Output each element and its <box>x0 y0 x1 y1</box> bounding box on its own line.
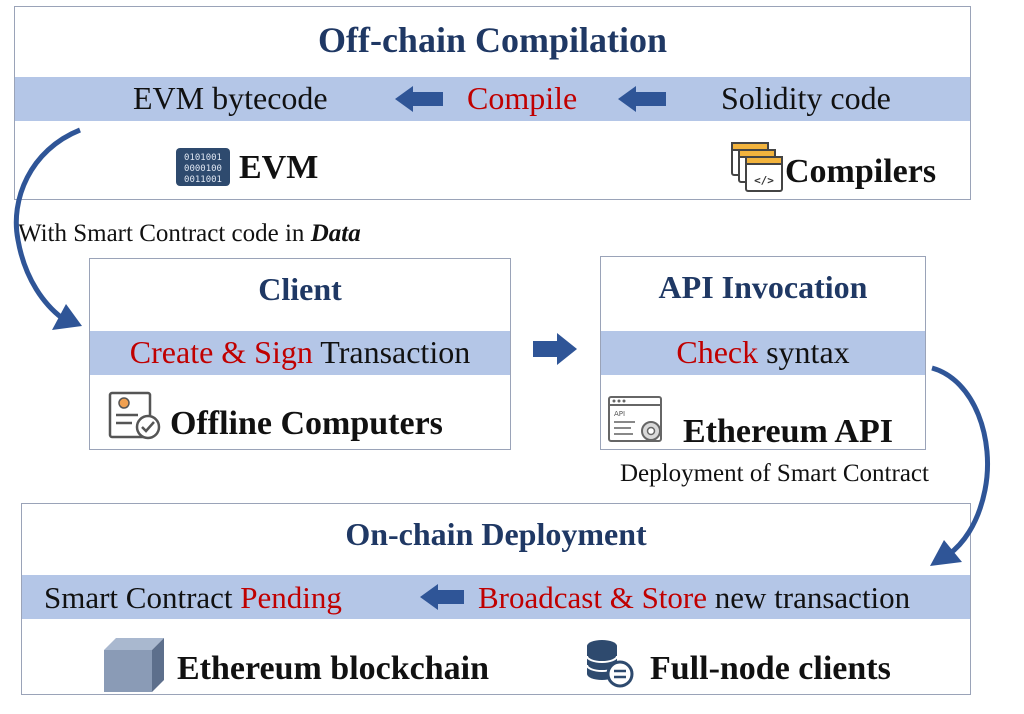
svg-text:API: API <box>614 410 625 418</box>
broadcast-store-label: Broadcast & Store <box>478 580 708 615</box>
binary-chip-icon: 0101001 0000100 0011001 <box>175 147 231 192</box>
client-band: Create & Sign Transaction <box>90 331 510 375</box>
arrowhead-client <box>52 304 82 330</box>
svg-text:0101001: 0101001 <box>184 153 222 163</box>
evm-bytecode-label: EVM bytecode <box>133 80 328 116</box>
create-sign-transaction: Create & Sign Transaction <box>90 334 510 371</box>
check-label: Check <box>676 334 759 370</box>
compilers-label: Compilers <box>785 153 937 190</box>
create-sign-label: Create & Sign <box>129 334 313 370</box>
compile-label: Compile <box>467 80 578 116</box>
cube-icon <box>102 636 166 697</box>
broadcast-store-transaction: Broadcast & Store new transaction <box>478 580 910 616</box>
smart-contract-text: Smart Contract <box>44 580 241 615</box>
pending-label: Pending <box>240 580 342 615</box>
client-title: Client <box>258 271 342 307</box>
certificate-check-icon <box>108 391 164 448</box>
ethereum-api-label: Ethereum API <box>683 413 893 450</box>
offchain-compilation-panel: Off-chain Compilation EVM bytecode Compi… <box>14 6 971 200</box>
offchain-band: EVM bytecode Compile Solidity code <box>15 77 970 121</box>
database-icon <box>584 638 636 693</box>
solidity-code-label: Solidity code <box>721 80 891 116</box>
svg-text:</>: </> <box>754 174 774 187</box>
check-syntax: Check syntax <box>601 334 925 371</box>
with-contract-text: With Smart Contract code in <box>18 220 311 247</box>
smart-contract-data-label: With Smart Contract code in Data <box>18 220 361 248</box>
arrow-left-icon <box>420 584 466 615</box>
client-panel: Client Create & Sign Transaction Offline… <box>89 258 511 450</box>
full-node-clients-label: Full-node clients <box>650 650 891 687</box>
transaction-label: Transaction <box>312 334 471 370</box>
deployment-label: Deployment of Smart Contract <box>620 460 929 487</box>
arrow-left-icon <box>618 86 668 117</box>
offline-computers-label: Offline Computers <box>170 405 443 442</box>
onchain-band: Smart Contract Pending Broadcast & Store… <box>22 575 970 619</box>
syntax-label: syntax <box>758 334 850 370</box>
offchain-title: Off-chain Compilation <box>317 20 667 60</box>
api-band: Check syntax <box>601 331 925 375</box>
svg-text:0000100: 0000100 <box>184 164 222 174</box>
ethereum-blockchain-label: Ethereum blockchain <box>177 650 490 687</box>
new-transaction-label: new transaction <box>707 580 911 615</box>
svg-text:0011001: 0011001 <box>184 175 222 185</box>
arrow-right-icon <box>533 333 579 370</box>
evm-label: EVM <box>239 149 319 186</box>
arrow-left-icon <box>395 86 445 117</box>
api-invocation-panel: API Invocation Check syntax API Ethereum… <box>600 256 926 450</box>
onchain-deployment-panel: On-chain Deployment Smart Contract Pendi… <box>21 503 971 695</box>
data-emphasis: Data <box>310 220 361 247</box>
code-files-icon: </> <box>730 141 786 200</box>
api-window-gear-icon: API <box>607 395 667 450</box>
api-title: API Invocation <box>658 269 868 305</box>
onchain-title: On-chain Deployment <box>345 516 647 552</box>
smart-contract-pending: Smart Contract Pending <box>44 580 342 616</box>
